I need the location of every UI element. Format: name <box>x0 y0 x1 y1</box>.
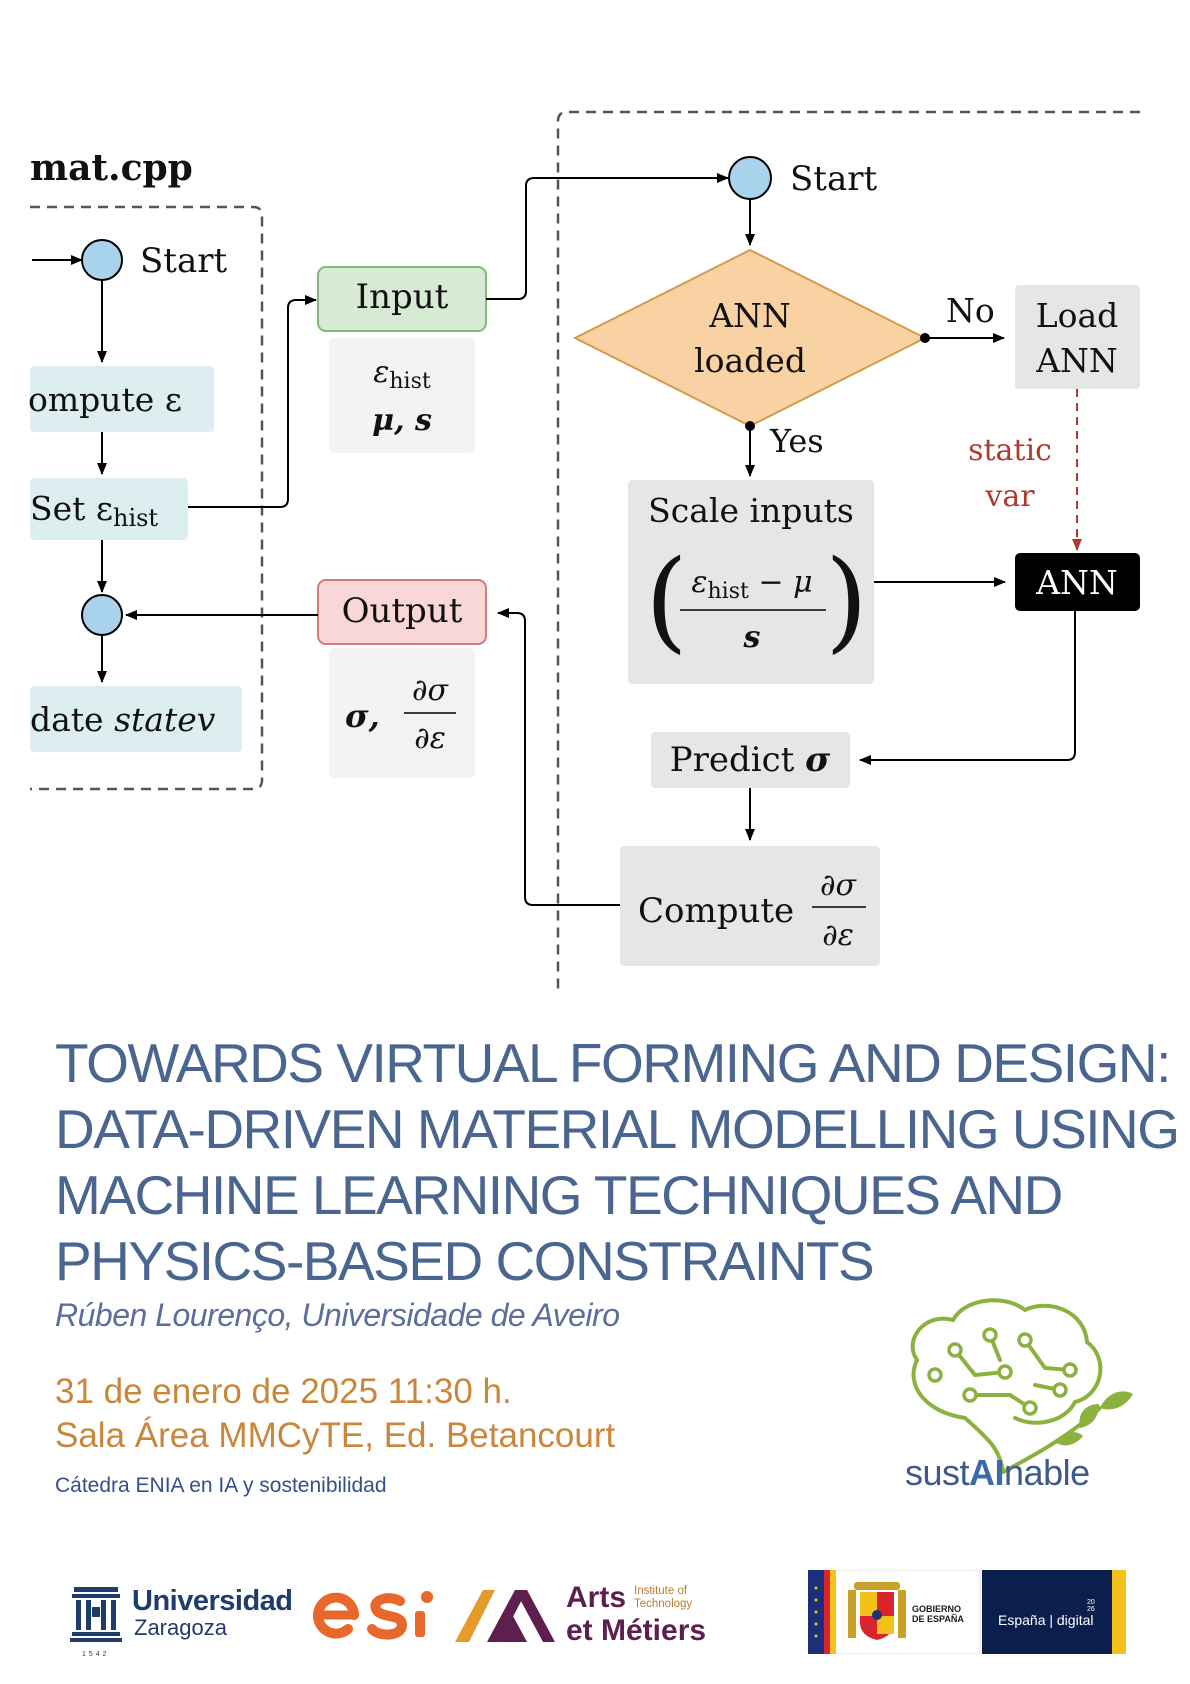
update-statev-label: date statev <box>30 700 216 739</box>
gobierno-espana-logo-icon <box>808 1570 1126 1654</box>
no-label: No <box>946 291 995 330</box>
scale-denominator: s <box>743 620 761 655</box>
arts-et-metiers-mark-icon <box>455 1590 555 1642</box>
ann-box <box>1015 553 1140 611</box>
ann-loaded-label-2: loaded <box>694 341 806 380</box>
scale-numerator: εhist − μ <box>691 565 812 604</box>
yes-label: Yes <box>769 422 824 460</box>
set-eps-hist-label: Set εhist <box>30 489 158 532</box>
right-dashed-frame <box>556 110 1140 990</box>
predict-label: Predict σ <box>670 740 831 780</box>
sustainable-wordmark: sustAInable <box>905 1452 1090 1493</box>
compute-epsilon-box <box>30 366 214 432</box>
compute-dsigma: ∂σ <box>820 868 858 903</box>
ann-loaded-decision <box>572 248 928 428</box>
static-var-label-2: var <box>984 479 1035 514</box>
input-mu-s: μ, s <box>372 403 432 438</box>
scale-inputs-label: Scale inputs <box>648 491 854 530</box>
chair-name: Cátedra ENIA en IA y sostenibilidad <box>55 1474 387 1497</box>
left-start-node <box>81 239 123 281</box>
am-arts: Arts <box>566 1581 627 1614</box>
output-dsigma: ∂σ <box>412 673 450 708</box>
left-dashed-frame <box>30 205 264 791</box>
scale-right-paren: ) <box>825 536 868 664</box>
am-metiers: et Métiers <box>566 1614 707 1647</box>
unizar-year: 1542 <box>82 1651 110 1658</box>
ann-loaded-label-1: ANN <box>708 296 791 335</box>
speaker: Rúben Lourenço, Universidade de Aveiro <box>55 1297 620 1333</box>
output-box <box>317 579 487 645</box>
merge-node <box>81 594 123 636</box>
set-eps-hist-box <box>30 478 188 540</box>
output-deps: ∂ε <box>414 721 446 756</box>
input-eps-hist: εhist <box>373 355 431 394</box>
unizar-name: Universidad <box>132 1585 293 1617</box>
right-start-node <box>728 156 772 200</box>
event-location: Sala Área MMCyTE, Ed. Betancourt <box>55 1416 616 1455</box>
espana-digital-text: España | digital <box>998 1612 1094 1628</box>
load-ann-box <box>1015 285 1140 389</box>
sustainable-logo-icon <box>910 1298 1133 1474</box>
event-details: 31 de enero de 2025 11:30 h. Sala Área M… <box>55 1370 615 1458</box>
input-label: Input <box>356 277 449 317</box>
compute-derivative-box <box>620 846 880 966</box>
left-panel-title: mat.cpp <box>30 147 193 189</box>
output-sigma: σ, <box>345 697 380 735</box>
unizar-crest-icon <box>70 1587 122 1642</box>
input-params-panel <box>329 338 475 453</box>
talk-title: TOWARDS VIRTUAL FORMING AND DESIGN: DATA… <box>55 1030 1180 1294</box>
predict-box <box>651 732 850 788</box>
output-label: Output <box>342 591 463 631</box>
right-start-label: Start <box>790 159 877 199</box>
load-ann-label-1: Load <box>1036 296 1119 335</box>
static-var-label-1: static <box>968 433 1052 468</box>
compute-deps: ∂ε <box>822 918 854 953</box>
title-line-2: DATA-DRIVEN MATERIAL MODELLING USING <box>55 1098 1180 1160</box>
scale-left-paren: ( <box>645 536 688 664</box>
compute-epsilon-label: ompute ε <box>28 380 182 419</box>
scale-inputs-box <box>628 480 874 684</box>
unizar-city: Zaragoza <box>134 1615 227 1640</box>
compute-derivative-label: Compute <box>638 891 794 931</box>
title-line-3: MACHINE LEARNING TECHNIQUES AND <box>55 1164 1063 1226</box>
update-statev-box <box>30 686 242 752</box>
event-datetime: 31 de enero de 2025 11:30 h. <box>55 1372 512 1411</box>
title-line-1: TOWARDS VIRTUAL FORMING AND DESIGN: <box>55 1032 1171 1094</box>
ann-label: ANN <box>1035 563 1118 602</box>
load-ann-label-2: ANN <box>1035 341 1118 380</box>
esi-logo-icon <box>313 1591 433 1640</box>
output-params-panel <box>329 648 475 778</box>
flowchart-diagram: mat.cpp Start ompute ε Set εhist date st… <box>28 110 1140 990</box>
left-start-label: Start <box>140 241 227 281</box>
title-line-4: PHYSICS-BASED CONSTRAINTS <box>55 1230 875 1292</box>
